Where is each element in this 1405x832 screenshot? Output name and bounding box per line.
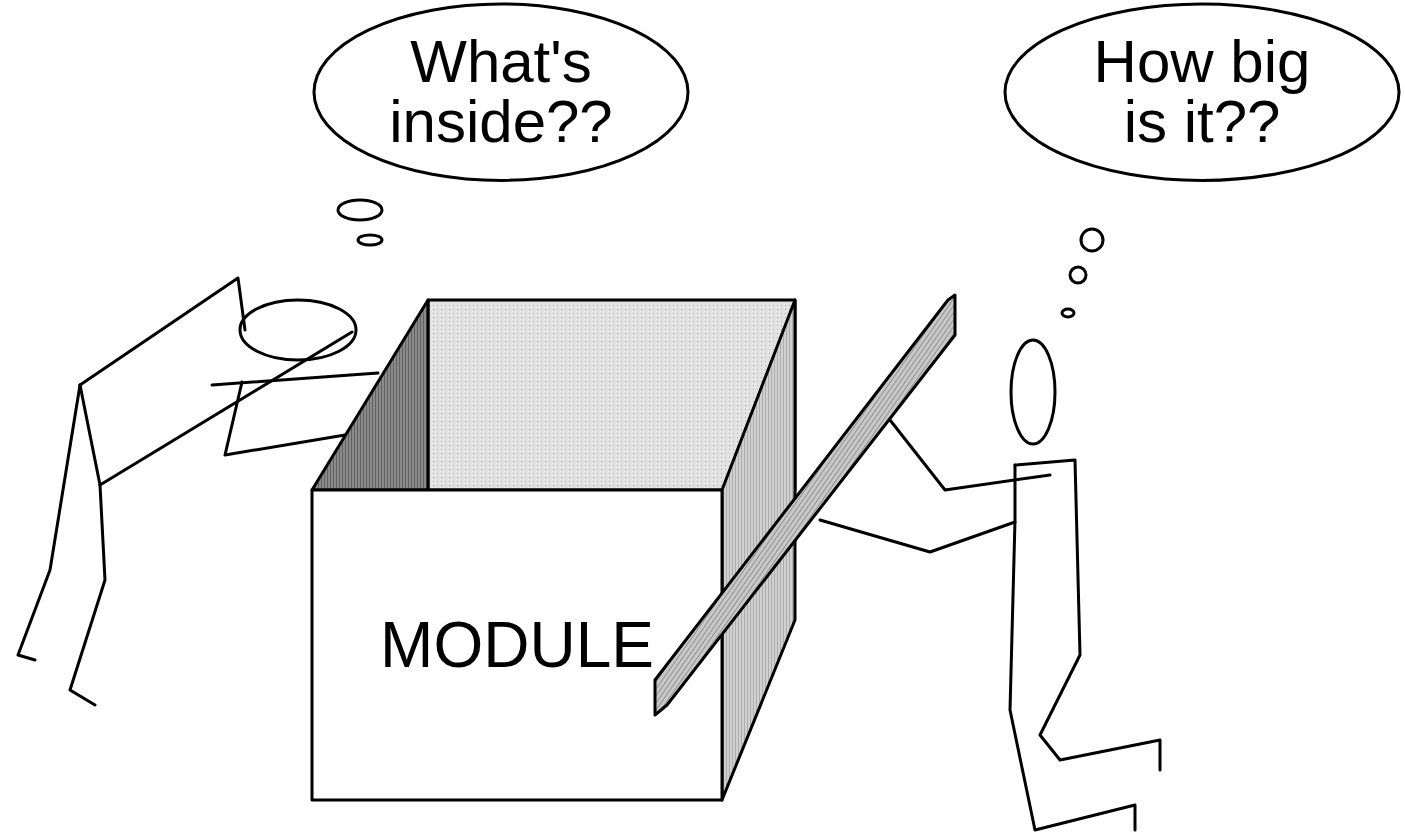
node-label: MODULE [380,613,654,677]
node-label: What's inside?? [376,32,626,152]
figure-body [80,278,245,385]
bubble-outline [1005,4,1399,180]
figure-body [100,332,352,485]
figure-head [240,300,356,360]
figure-body [1015,460,1160,770]
figure-head [1011,340,1055,444]
thought-dot [338,200,382,220]
thought-dot [1081,229,1103,251]
module-box: MODULE [312,490,722,800]
figure-body [1010,465,1135,830]
thought-bubble: What's inside?? [312,2,690,182]
figure-arm [225,382,345,455]
ruler [655,295,955,715]
thought-dot [1062,309,1074,317]
bubble-outline [314,4,688,180]
box-front-face [312,490,722,800]
thought-dot [358,235,382,245]
figure-leg [70,485,105,705]
figure-arm [890,420,1050,490]
figure-arm [820,520,1015,552]
thought-bubble: How big is it?? [1003,2,1401,182]
figure-arm [212,373,378,385]
node-label: How big is it?? [1077,32,1327,152]
figure-leg [18,385,80,660]
figure-body [80,385,100,485]
thought-dot [1070,267,1086,283]
